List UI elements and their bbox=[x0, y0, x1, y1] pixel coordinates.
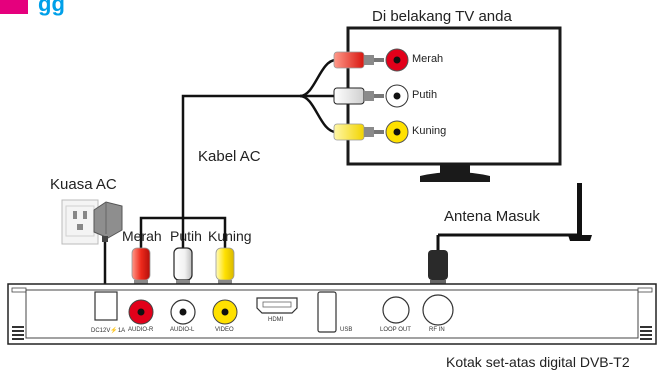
usb-label: USB bbox=[340, 327, 353, 333]
loop-out-label: LOOP OUT bbox=[380, 327, 411, 333]
tv-label-yellow: Kuning bbox=[412, 125, 447, 137]
tv-label-red: Merah bbox=[412, 53, 444, 65]
power-adapter bbox=[93, 201, 123, 242]
antenna bbox=[428, 183, 592, 290]
rf-in-port bbox=[422, 294, 454, 326]
power-outlet bbox=[61, 199, 99, 245]
audio-l-port bbox=[170, 299, 196, 325]
loop-out-port bbox=[382, 296, 410, 324]
brand-accent-bar bbox=[0, 0, 28, 14]
tv-back bbox=[346, 26, 562, 182]
tv-caption: Di belakang TV anda bbox=[372, 8, 512, 25]
stb-caption: Kotak set-atas digital DVB-T2 bbox=[446, 354, 630, 370]
antenna-label: Antena Masuk bbox=[444, 208, 540, 225]
tv-plug-yellow bbox=[333, 123, 384, 141]
hdmi-label: HDMI bbox=[268, 317, 284, 323]
header-fragment: gg bbox=[38, 0, 65, 16]
tv-jack-red bbox=[385, 48, 409, 72]
audio-r-label: AUDIO-R bbox=[128, 327, 154, 333]
usb-port bbox=[317, 291, 337, 333]
tv-jack-white bbox=[385, 84, 409, 108]
av-cable-label: Kabel AC bbox=[198, 148, 261, 165]
dc-port-label: DC12V⚡1A bbox=[91, 328, 126, 334]
power-label: Kuasa AC bbox=[50, 176, 117, 193]
tv-label-white: Putih bbox=[412, 89, 438, 101]
tv-plug-red bbox=[333, 51, 384, 69]
hdmi-port bbox=[256, 297, 298, 314]
plug-label-red: Merah bbox=[122, 228, 162, 244]
audio-l-label: AUDIO-L bbox=[170, 327, 195, 333]
tv-plug-white bbox=[333, 87, 384, 105]
rf-in-label: RF IN bbox=[429, 327, 445, 333]
av-cable bbox=[139, 58, 337, 248]
plug-label-white: Putih bbox=[170, 228, 202, 244]
plug-label-yellow: Kuning bbox=[208, 228, 252, 244]
dc-power-port bbox=[94, 291, 118, 321]
audio-r-port bbox=[128, 299, 154, 325]
video-port bbox=[212, 299, 238, 325]
tv-jack-yellow bbox=[385, 120, 409, 144]
video-label: VIDEO bbox=[215, 327, 234, 333]
